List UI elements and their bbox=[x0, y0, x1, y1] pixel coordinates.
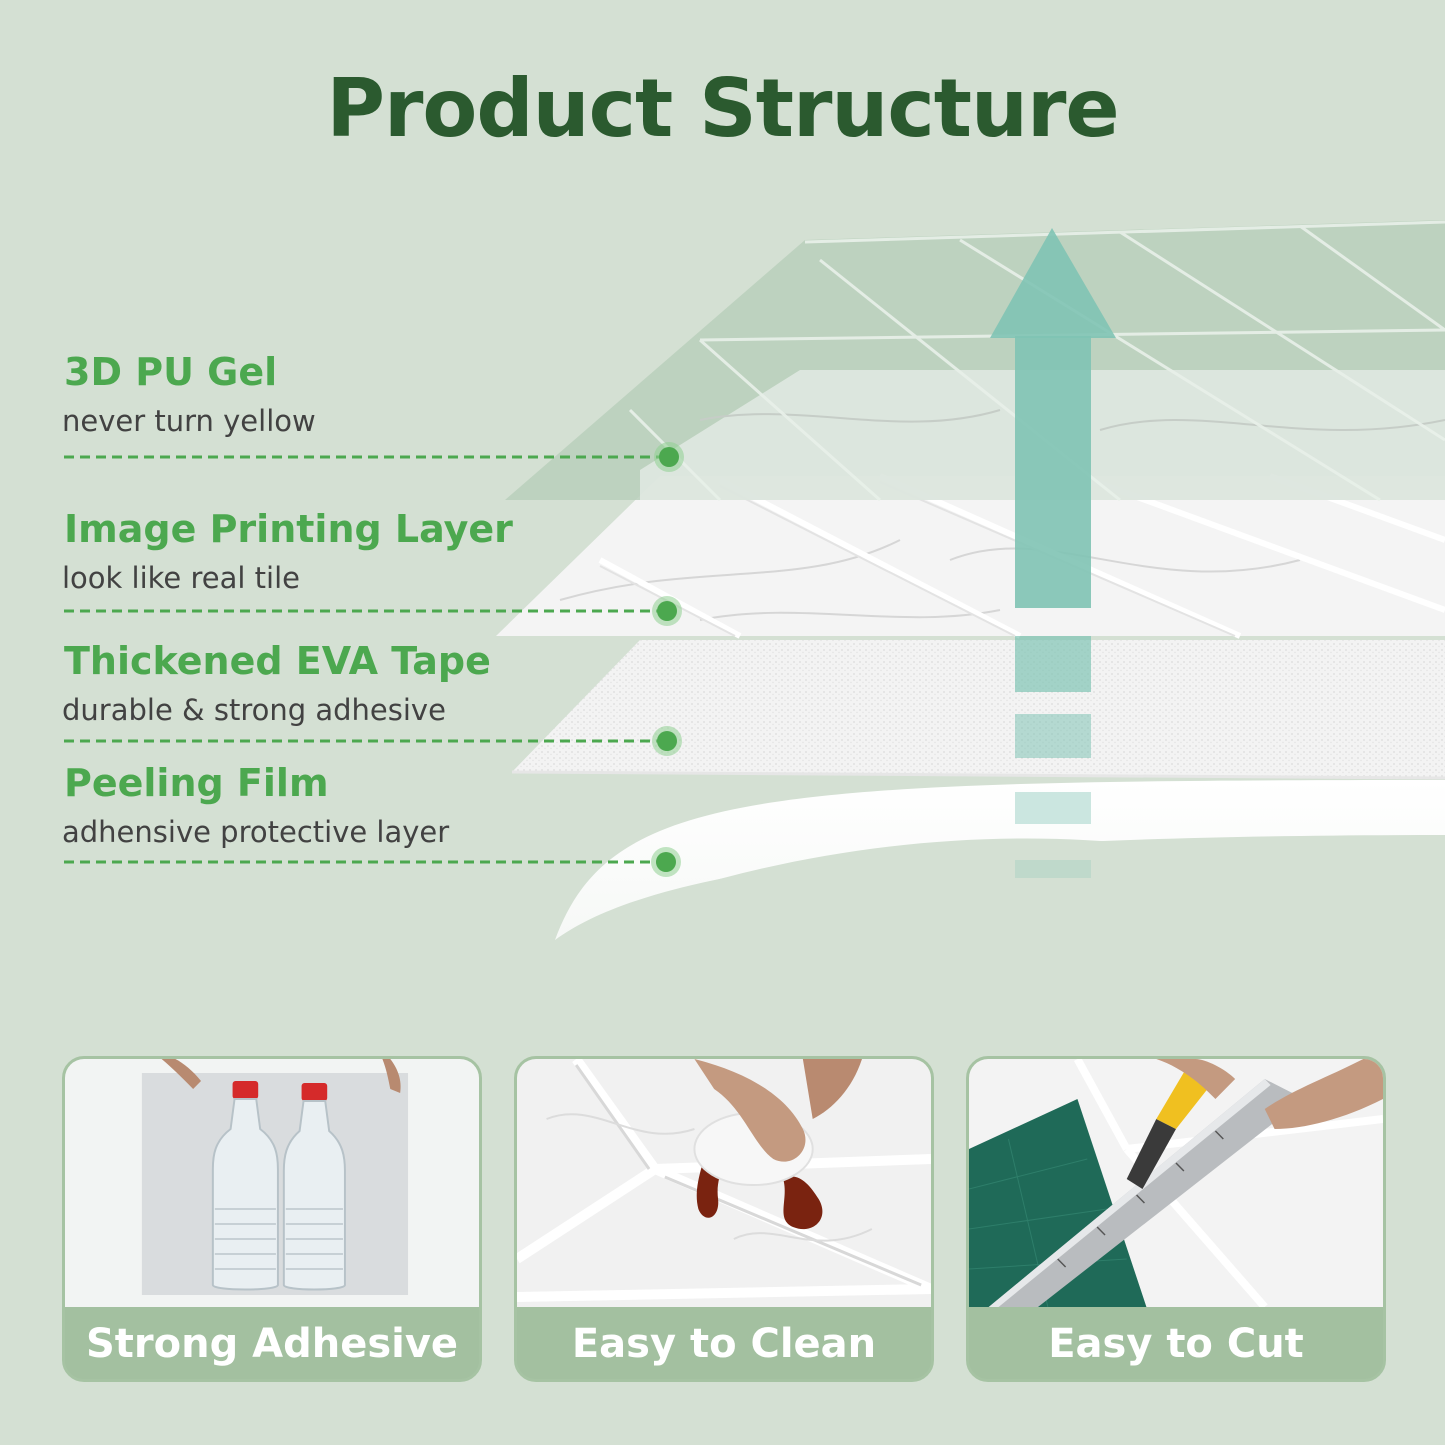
feature-label-clean: Easy to Clean bbox=[517, 1307, 931, 1379]
feature-card-clean: Easy to Clean bbox=[514, 1056, 934, 1382]
feature-card-adhesive: Strong Adhesive bbox=[62, 1056, 482, 1382]
cutter-and-ruler-photo bbox=[969, 1059, 1383, 1307]
layer-name-printing: Image Printing Layer bbox=[64, 507, 513, 551]
up-arrow-icon bbox=[990, 228, 1116, 878]
layer-desc-eva: durable & strong adhesive bbox=[62, 693, 446, 727]
layer-name-pu-gel: 3D PU Gel bbox=[64, 350, 278, 394]
bottles-on-tile-photo bbox=[65, 1059, 479, 1307]
layer-name-film: Peeling Film bbox=[64, 761, 329, 805]
wiping-sauce-photo bbox=[517, 1059, 931, 1307]
feature-label-adhesive: Strong Adhesive bbox=[65, 1307, 479, 1379]
layer-desc-film: adhensive protective layer bbox=[62, 815, 450, 849]
page-title: Product Structure bbox=[326, 62, 1119, 155]
layer-diagram bbox=[64, 220, 1445, 940]
layer-desc-pu-gel: never turn yellow bbox=[62, 404, 316, 438]
feature-card-cut: Easy to Cut bbox=[966, 1056, 1386, 1382]
eva-tape-layer bbox=[512, 640, 1445, 778]
feature-label-cut: Easy to Cut bbox=[969, 1307, 1383, 1379]
peeling-film-layer bbox=[555, 780, 1445, 940]
layer-name-eva: Thickened EVA Tape bbox=[64, 639, 491, 683]
layer-desc-printing: look like real tile bbox=[62, 561, 300, 595]
